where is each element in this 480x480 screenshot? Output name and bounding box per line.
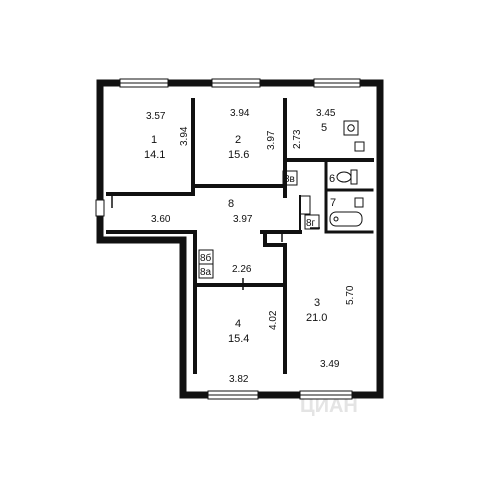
room-8-dim-right: 3.97	[233, 214, 253, 225]
room-1-number: 1	[151, 134, 157, 146]
room-6-number: 6	[329, 173, 335, 185]
room-2-area: 15.6	[228, 149, 249, 161]
room-1-height: 3.94	[179, 126, 190, 146]
label-8g: 8г	[306, 218, 316, 229]
small-sink-icon	[354, 197, 364, 208]
label-8b: 8б	[200, 252, 212, 264]
room-8-dim-left: 3.60	[151, 214, 171, 225]
stove-icon	[343, 120, 359, 136]
sink-icon	[354, 141, 365, 152]
walls	[96, 79, 384, 399]
label-8a: 8а	[200, 267, 212, 278]
windows	[95, 78, 361, 400]
room-8-dim-lower: 2.26	[232, 264, 252, 275]
room-1-width: 3.57	[146, 111, 166, 122]
room-3-height: 5.70	[345, 285, 356, 305]
room-1-area: 14.1	[144, 149, 165, 161]
room-4-width: 3.82	[229, 374, 249, 385]
room-4-area: 15.4	[228, 333, 249, 345]
room-5-number: 5	[321, 122, 327, 134]
room-2-number: 2	[235, 134, 241, 146]
room-5-height: 2.73	[292, 129, 303, 149]
bathtub-icon	[329, 211, 363, 227]
room-8-number: 8	[228, 198, 234, 210]
room-2-width: 3.94	[230, 108, 250, 119]
small-boxes	[198, 170, 320, 279]
watermark-text: ЦИАН	[300, 395, 358, 417]
room-3-width: 3.49	[320, 359, 340, 370]
room-4-height: 4.02	[268, 310, 279, 330]
room-3-number: 3	[314, 297, 320, 309]
room-2-height: 3.97	[266, 130, 277, 150]
toilet-icon	[336, 169, 358, 185]
room-4-number: 4	[235, 318, 241, 330]
room-3-area: 21.0	[306, 312, 327, 324]
fixtures	[299, 120, 365, 227]
room-7-number: 7	[330, 197, 336, 209]
room-5-width: 3.45	[316, 108, 336, 119]
door-marks	[111, 196, 320, 290]
label-8v: 8в	[284, 174, 295, 185]
